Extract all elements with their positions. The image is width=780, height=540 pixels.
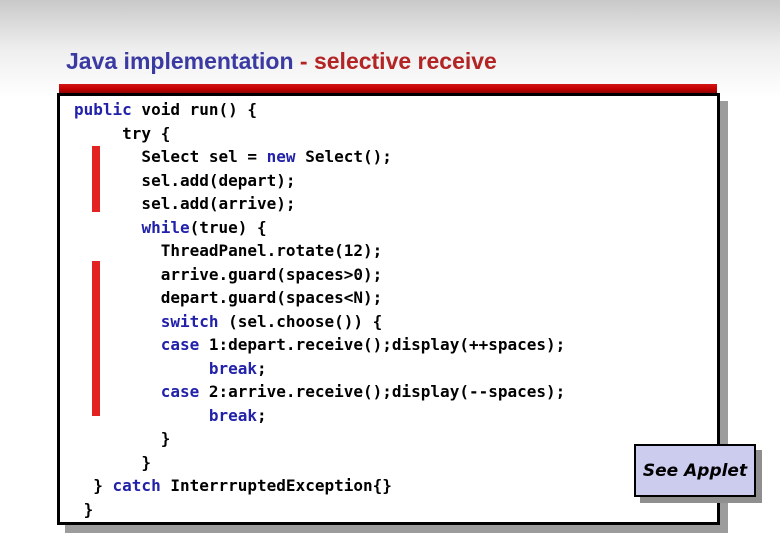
code-text	[74, 312, 161, 331]
code-text: }	[74, 452, 152, 472]
code-line: sel.add(depart);	[74, 169, 565, 193]
code-text: 1:depart.receive();display(++spaces);	[199, 335, 566, 354]
code-keyword: new	[266, 147, 296, 166]
code-keyword: switch	[160, 311, 219, 331]
code-line: while(true) {	[74, 216, 565, 240]
code-line: case 1:depart.receive();display(++spaces…	[74, 333, 566, 357]
code-block: public void run() { try { Select sel = n…	[60, 96, 565, 521]
code-text: sel.add(arrive);	[74, 194, 296, 213]
code-text: try {	[74, 123, 171, 143]
code-line: }	[74, 451, 565, 475]
code-line: switch (sel.choose()) {	[74, 310, 565, 334]
code-line: arrive.guard(spaces>0);	[74, 263, 565, 287]
title-blue-segment: Java implementation	[66, 48, 300, 74]
code-keyword: case	[160, 335, 200, 354]
code-text: Select sel =	[74, 147, 267, 166]
code-text: Select();	[295, 147, 392, 166]
code-text: arrive.guard(spaces>0);	[74, 264, 383, 284]
code-keyword: case	[160, 382, 200, 401]
code-text: }	[74, 499, 94, 519]
code-panel: public void run() { try { Select sel = n…	[57, 93, 720, 525]
code-line: case 2:arrive.receive();display(--spaces…	[74, 380, 566, 404]
code-line: }	[74, 498, 565, 522]
code-line: break;	[74, 357, 565, 381]
change-bar-top	[92, 146, 100, 212]
code-text: }	[74, 476, 113, 495]
code-text: ThreadPanel.rotate(12);	[74, 241, 383, 260]
change-bar-bottom	[92, 261, 100, 416]
code-text: ;	[257, 405, 267, 425]
code-keyword: while	[141, 217, 190, 237]
code-text: (true) {	[189, 217, 267, 237]
code-line: public void run() {	[74, 98, 565, 122]
code-text: (sel.choose()) {	[218, 311, 383, 331]
code-line: }	[74, 427, 565, 451]
code-keyword: break	[208, 405, 258, 425]
code-keyword: public	[74, 100, 132, 119]
code-line: sel.add(arrive);	[74, 192, 565, 216]
code-line: } catch InterrruptedException{}	[74, 474, 565, 498]
code-keyword: catch	[112, 476, 161, 495]
code-text: }	[74, 429, 171, 448]
code-keyword: break	[208, 358, 258, 378]
code-text: depart.guard(spaces<N);	[74, 288, 383, 307]
slide-title: Java implementation - selective receive	[66, 48, 497, 75]
code-text	[74, 335, 161, 354]
code-line: break;	[74, 404, 565, 428]
see-applet-label: See Applet	[642, 460, 748, 481]
code-text	[74, 382, 161, 401]
code-line: try {	[74, 122, 565, 146]
code-line: Select sel = new Select();	[74, 145, 565, 169]
code-text: sel.add(depart);	[74, 170, 296, 190]
title-red-segment: - selective receive	[299, 48, 497, 74]
code-text: ;	[257, 358, 267, 378]
code-text: InterrruptedException{}	[160, 476, 392, 495]
code-text: 2:arrive.receive();display(--spaces);	[199, 382, 566, 401]
code-text: void run() {	[131, 100, 258, 119]
code-line: depart.guard(spaces<N);	[74, 286, 565, 310]
see-applet-box[interactable]: See Applet	[634, 444, 756, 497]
code-line: ThreadPanel.rotate(12);	[74, 239, 565, 263]
code-text	[74, 218, 141, 237]
